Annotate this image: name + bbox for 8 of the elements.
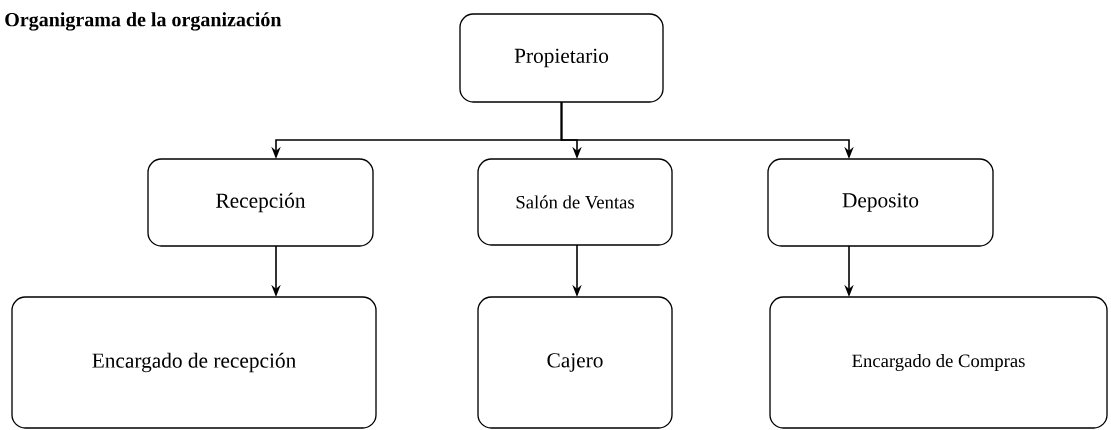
org-box: Recepción xyxy=(147,158,374,247)
org-box: Salón de Ventas xyxy=(477,158,673,246)
org-box: Propietario xyxy=(459,13,664,103)
org-box: Encargado de Compras xyxy=(769,296,1108,429)
org-box: Encargado de recepción xyxy=(11,296,377,429)
title: Organigrama de la organización xyxy=(5,12,282,31)
org-box: Deposito xyxy=(767,158,994,247)
org-box: Cajero xyxy=(477,296,673,429)
